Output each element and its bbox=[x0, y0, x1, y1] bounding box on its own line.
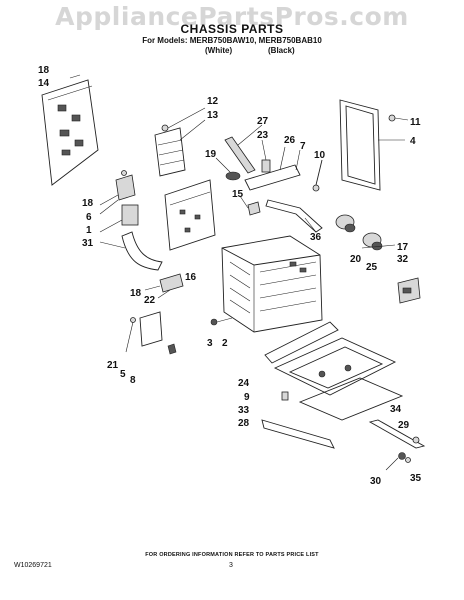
bracket-12-13-part bbox=[154, 107, 206, 177]
component-19-part bbox=[215, 157, 241, 181]
ordering-note: FOR ORDERING INFORMATION REFER TO PARTS … bbox=[145, 552, 319, 558]
variant-black: (Black) bbox=[268, 46, 295, 55]
callout-17: 17 bbox=[397, 242, 409, 253]
callout-8: 8 bbox=[130, 375, 136, 386]
switch-6-part bbox=[99, 170, 136, 215]
rail-36-part bbox=[265, 199, 323, 233]
callout-4: 4 bbox=[410, 136, 416, 147]
callout-27: 27 bbox=[257, 116, 269, 127]
callout-29: 29 bbox=[398, 420, 410, 431]
models-line: For Models: MERB750BAW10, MERB750BAB10 bbox=[142, 36, 322, 45]
callout-33: 33 bbox=[238, 405, 250, 416]
callout-9: 9 bbox=[244, 392, 250, 403]
callout-14: 14 bbox=[38, 78, 50, 89]
screw-3-2-part bbox=[210, 317, 233, 326]
callout-25: 25 bbox=[366, 262, 378, 273]
callout-31: 31 bbox=[82, 238, 94, 249]
callout-13: 13 bbox=[207, 110, 219, 121]
component-10-part bbox=[312, 159, 323, 192]
callout-30: 30 bbox=[370, 476, 382, 487]
drawer-panel-33-part bbox=[281, 377, 404, 421]
callout-15: 15 bbox=[232, 189, 244, 200]
door-frame-4-part bbox=[339, 99, 409, 191]
page-number: 3 bbox=[229, 562, 233, 569]
rear-panel-part bbox=[41, 74, 99, 186]
bracket-15-part bbox=[239, 195, 261, 216]
callout-21: 21 bbox=[107, 360, 119, 371]
duct-1-31-part bbox=[99, 204, 163, 271]
callout-23: 23 bbox=[257, 130, 269, 141]
control-panel-part bbox=[164, 179, 216, 251]
watermark: AppliancePartsPros.com bbox=[55, 2, 409, 31]
knobs-17-20-25-part bbox=[335, 214, 396, 251]
callout-18: 18 bbox=[82, 198, 94, 209]
callout-24: 24 bbox=[238, 378, 250, 389]
callout-3: 3 bbox=[207, 338, 213, 349]
callout-5: 5 bbox=[120, 369, 126, 380]
callout-28: 28 bbox=[238, 418, 250, 429]
callout-18: 18 bbox=[38, 65, 50, 76]
callout-6: 6 bbox=[86, 212, 92, 223]
callout-18: 18 bbox=[130, 288, 142, 299]
callout-10: 10 bbox=[314, 150, 326, 161]
rail-28-part bbox=[261, 419, 335, 449]
callout-11: 11 bbox=[410, 117, 421, 128]
strip-27-part bbox=[224, 124, 263, 174]
callout-32: 32 bbox=[397, 254, 409, 265]
component-23-26-7-part bbox=[244, 139, 301, 191]
callout-1: 1 bbox=[86, 225, 92, 236]
document-number: W10269721 bbox=[14, 562, 52, 569]
callout-12: 12 bbox=[207, 96, 219, 107]
callout-2: 2 bbox=[222, 338, 228, 349]
callout-34: 34 bbox=[390, 404, 402, 415]
callout-7: 7 bbox=[300, 141, 306, 152]
hardware-29-30-35-part bbox=[385, 436, 420, 471]
callout-20: 20 bbox=[350, 254, 362, 265]
variant-white: (White) bbox=[205, 46, 233, 55]
callout-16: 16 bbox=[185, 272, 197, 283]
callout-35: 35 bbox=[410, 473, 422, 484]
bracket-16-22-part bbox=[144, 273, 184, 299]
callout-22: 22 bbox=[144, 295, 156, 306]
bottom-frame-24-9-part bbox=[264, 321, 397, 396]
callout-19: 19 bbox=[205, 149, 217, 160]
callout-36: 36 bbox=[310, 232, 322, 243]
oven-cavity-part bbox=[221, 235, 323, 333]
leveler-21-5-8-part bbox=[125, 311, 177, 355]
callout-26: 26 bbox=[284, 135, 296, 146]
page-title: CHASSIS PARTS bbox=[180, 22, 284, 36]
bar-34-part bbox=[368, 419, 426, 449]
component-32-part bbox=[397, 277, 421, 304]
